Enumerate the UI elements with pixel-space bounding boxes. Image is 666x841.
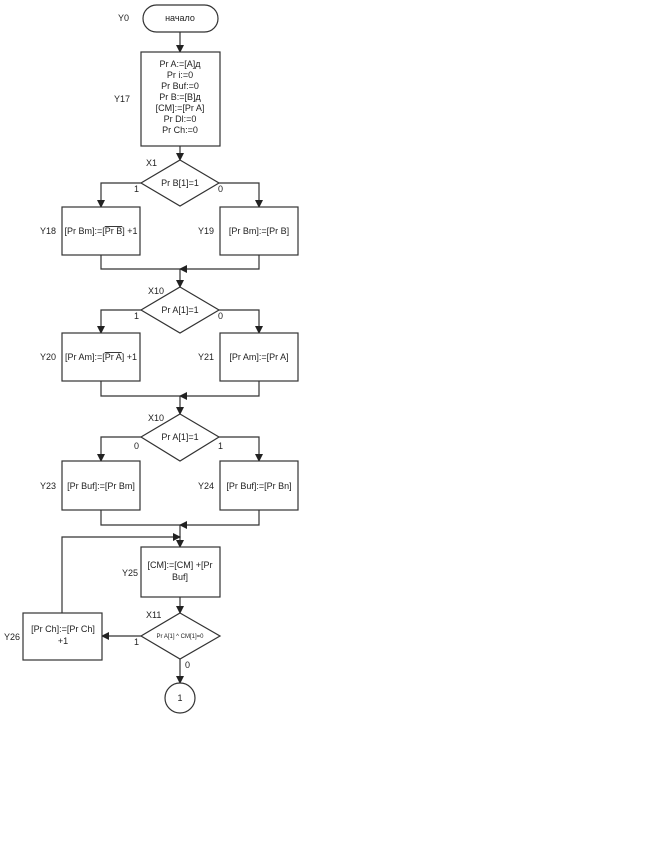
- branch-label: 0: [218, 184, 223, 194]
- decision-x10-b: Pr A[1]=1 X10 0 1: [134, 413, 223, 462]
- decision-id: X10: [148, 413, 164, 423]
- branch-label: 0: [185, 660, 190, 670]
- block-y25: Y25 [CM]:=[CM] +[Pr Buf]: [122, 546, 221, 598]
- block-text: Buf]: [172, 572, 188, 582]
- block-text: [Pr Am]:=[Pr A]: [229, 352, 288, 362]
- arrow: [179, 255, 260, 273]
- block-text: [Pr Am]:=[Pr A] +1: [65, 352, 137, 362]
- branch-label: 1: [134, 311, 139, 321]
- arrow: [219, 309, 263, 334]
- branch-label: 1: [218, 441, 223, 451]
- branch-label: 1: [134, 637, 139, 647]
- arrow: [219, 182, 263, 208]
- arrow: [179, 510, 260, 529]
- block-id: Y25: [122, 568, 138, 578]
- block-text: +1: [58, 636, 68, 646]
- block-id: Y23: [40, 481, 56, 491]
- init-line: Pr Ch:=0: [162, 125, 198, 135]
- block-y20: Y20 [Pr Am]:=[Pr A] +1: [40, 332, 141, 382]
- block-id: Y21: [198, 352, 214, 362]
- block-id: Y18: [40, 226, 56, 236]
- arrow: [219, 436, 263, 462]
- start-terminator: начало Y0: [118, 4, 219, 33]
- block-y24: Y24 [Pr Buf]:=[Pr Bn]: [198, 460, 299, 511]
- loop-arrow: [61, 533, 181, 613]
- init-id: Y17: [114, 94, 130, 104]
- decision-text: Pr A[1]=1: [161, 432, 198, 442]
- branch-label: 1: [134, 184, 139, 194]
- arrow: [179, 381, 260, 400]
- init-block: Y17 Pr A:=[A]д Pr i:=0 Pr Buf:=0 Pr B:=[…: [114, 51, 221, 147]
- decision-text: Pr A[1] ^ CM[1]=0: [156, 634, 204, 640]
- block-y21: Y21 [Pr Am]:=[Pr A]: [198, 332, 299, 382]
- init-line: Pr Buf:=0: [161, 81, 199, 91]
- block-id: Y19: [198, 226, 214, 236]
- block-text: [Pr Buf]:=[Pr Bm]: [67, 481, 135, 491]
- block-text: [Pr Buf]:=[Pr Bn]: [226, 481, 291, 491]
- branch-label: 0: [134, 441, 139, 451]
- block-y19: Y19 [Pr Bm]:=[Pr B]: [198, 206, 299, 256]
- block-id: Y20: [40, 352, 56, 362]
- block-id: Y24: [198, 481, 214, 491]
- block-y18: Y18 [Pr Bm]:=[Pr B] +1: [40, 206, 141, 256]
- connector-text: 1: [177, 693, 182, 703]
- block-y23: Y23 [Pr Buf]:=[Pr Bm]: [40, 460, 141, 511]
- init-line: Pr B:=[B]д: [159, 92, 201, 102]
- decision-text: Pr A[1]=1: [161, 305, 198, 315]
- decision-x1: Pr B[1]=1 X1 1 0: [134, 158, 223, 207]
- block-text: [Pr Bm]:=[Pr B]: [229, 226, 289, 236]
- decision-id: X10: [148, 286, 164, 296]
- branch-label: 0: [218, 311, 223, 321]
- arrow: [97, 436, 141, 462]
- init-line: Pr A:=[A]д: [159, 59, 201, 69]
- block-text: [CM]:=[CM] +[Pr: [147, 560, 212, 570]
- connector: 1: [164, 682, 196, 714]
- block-y26: Y26 [Pr Ch]:=[Pr Ch] +1: [4, 612, 103, 661]
- init-line: Pr Dl:=0: [164, 114, 197, 124]
- init-line: [CM]:=[Pr A]: [156, 103, 205, 113]
- start-text: начало: [165, 13, 195, 23]
- block-text: [Pr Bm]:=[Pr B] +1: [64, 226, 137, 236]
- line: [100, 510, 180, 526]
- arrow: [97, 309, 141, 334]
- decision-id: X1: [146, 158, 157, 168]
- decision-x10-a: Pr A[1]=1 X10 1 0: [134, 286, 223, 334]
- line: [100, 255, 180, 270]
- start-id: Y0: [118, 13, 129, 23]
- line: [100, 381, 180, 397]
- arrow: [97, 182, 141, 208]
- decision-id: X11: [146, 610, 161, 620]
- init-line: Pr i:=0: [167, 70, 193, 80]
- block-id: Y26: [4, 632, 20, 642]
- block-text: [Pr Ch]:=[Pr Ch]: [31, 624, 95, 634]
- decision-text: Pr B[1]=1: [161, 178, 199, 188]
- decision-x11: Pr A[1] ^ CM[1]=0 X11 1 0: [134, 610, 222, 670]
